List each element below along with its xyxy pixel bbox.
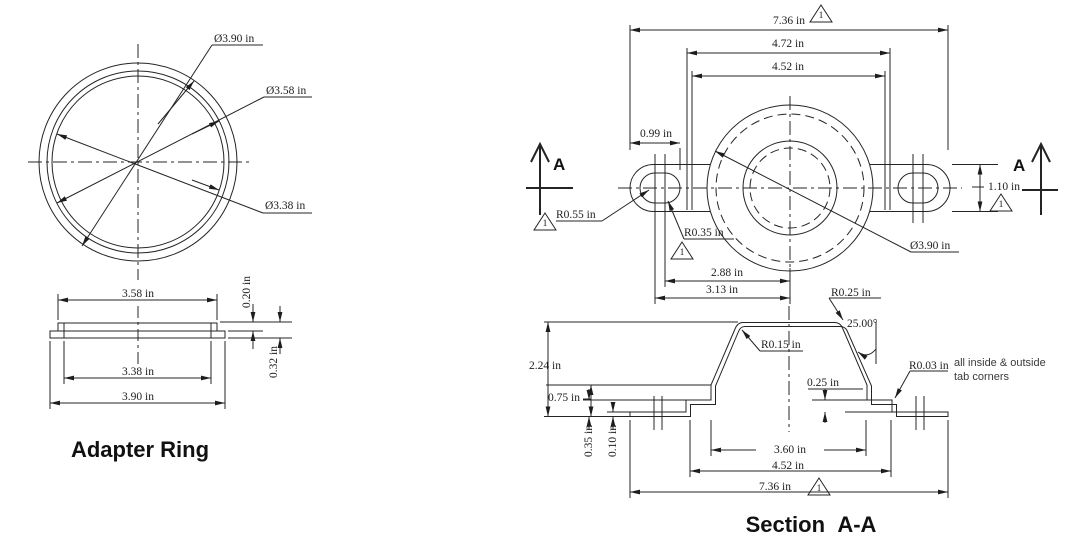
flag-note-1-tab-height: 1 bbox=[988, 191, 1014, 213]
radius-label-slot: R0.35 in bbox=[684, 227, 724, 239]
dim-label-thickness: 0.10 in bbox=[607, 425, 619, 457]
adapter-ring-title: Adapter Ring bbox=[70, 437, 210, 462]
flag-note-1-radius-slot: 1 bbox=[669, 239, 695, 261]
dim-label-side-width-outer: 3.90 in bbox=[122, 391, 154, 403]
note-tab-corners-line1: all inside & outside bbox=[954, 357, 1046, 369]
dim-label-lip-height: 0.20 in bbox=[241, 276, 253, 308]
radius-label-tab-corner: R0.03 in bbox=[909, 360, 949, 372]
radius-label-top-outer: R0.25 in bbox=[831, 287, 871, 299]
dim-label-side-width-inner: 3.38 in bbox=[122, 366, 154, 378]
dim-label-step: 0.25 in bbox=[807, 377, 839, 389]
dim-label-side-width-mid: 3.58 in bbox=[122, 288, 154, 300]
dim-label-face-dia-inner: Ø3.38 in bbox=[265, 200, 306, 212]
dim-label-slot-center: 2.88 in bbox=[711, 267, 743, 279]
radius-label-tab: R0.55 in bbox=[556, 209, 596, 221]
dim-label-slot-edge: 3.13 in bbox=[706, 284, 738, 296]
dia-label-plan-center: Ø3.90 in bbox=[910, 240, 951, 252]
angle-label-wall: 25.00° bbox=[847, 318, 878, 330]
flag-note-1-section-overall: 1 bbox=[806, 475, 832, 497]
section-title: Section A-A bbox=[745, 512, 877, 537]
dim-label-tab-offset: 0.35 in bbox=[583, 425, 595, 457]
flag-note-1-radius-tab: 1 bbox=[532, 210, 558, 232]
note-tab-corners-line2: tab corners bbox=[954, 371, 1010, 383]
section-arrow-label-right: A bbox=[1013, 156, 1026, 175]
dim-label-plan-overall: 7.36 in bbox=[773, 15, 805, 27]
dim-label-section-overall: 7.36 in bbox=[759, 481, 791, 493]
dim-label-face-dia-outer: Ø3.90 in bbox=[214, 33, 255, 45]
dim-label-section-height: 2.24 in bbox=[529, 360, 561, 372]
dim-label-tab-width: 0.99 in bbox=[640, 128, 672, 140]
radius-label-top-inner: R0.15 in bbox=[761, 339, 801, 351]
dim-label-plan-outer-span: 4.72 in bbox=[772, 38, 804, 50]
flag-note-1-top: 1 bbox=[808, 2, 834, 24]
section-arrow-label-left: A bbox=[553, 155, 566, 174]
dim-label-section-inner-width: 3.60 in bbox=[756, 444, 824, 456]
dim-label-tab-height: 1.10 in bbox=[986, 181, 1022, 193]
dim-label-plan-inner-span: 4.52 in bbox=[772, 61, 804, 73]
dim-label-step-height: 0.75 in bbox=[548, 392, 580, 404]
dim-label-total-height: 0.32 in bbox=[268, 346, 280, 378]
dim-label-face-dia-mid: Ø3.58 in bbox=[266, 85, 307, 97]
dim-label-section-mid-width: 4.52 in bbox=[772, 460, 804, 472]
